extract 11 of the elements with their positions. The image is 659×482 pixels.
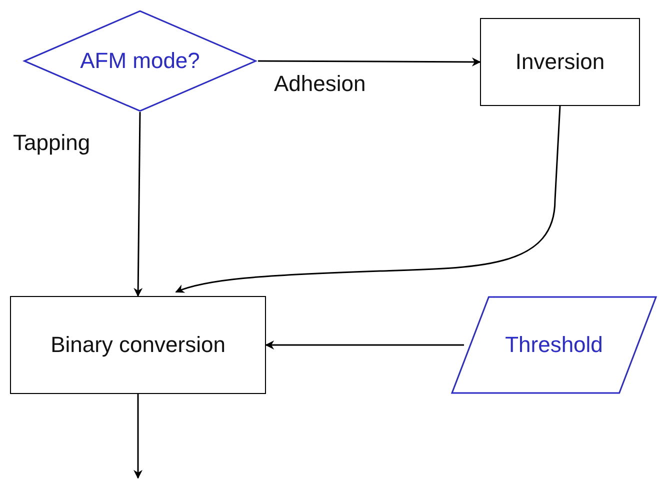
process-box xyxy=(10,296,266,394)
node-text: Inversion xyxy=(515,49,605,75)
process-box xyxy=(480,18,640,106)
node-text: AFM mode? xyxy=(80,48,200,74)
node-text: Binary conversion xyxy=(50,332,226,358)
node-text: Threshold xyxy=(505,332,603,358)
arrow xyxy=(258,57,481,66)
arrow xyxy=(175,106,561,294)
arrow xyxy=(134,112,143,297)
arrow xyxy=(134,394,142,479)
arrow xyxy=(265,340,464,350)
